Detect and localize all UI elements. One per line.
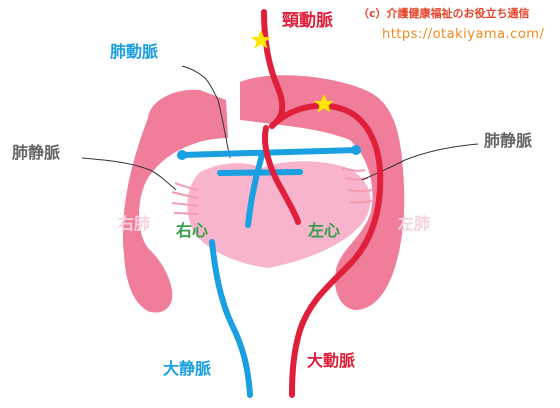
pulmonary-artery-label: 肺動脈: [110, 42, 159, 61]
copyright-text: （c）介護健康福祉のお役立ち通信: [358, 7, 530, 20]
pulmonary-artery-horizontal: [179, 147, 361, 158]
pulmonary-vein-left-label: 肺静脈: [12, 143, 61, 162]
left-lung-label: 左肺: [398, 214, 431, 233]
star-icon: [251, 30, 271, 49]
right-lung-shape: [123, 89, 228, 313]
aorta-label: 大動脈: [307, 351, 356, 370]
star-icon: [314, 94, 334, 113]
heart-shape: [187, 161, 371, 268]
blue-vessels: [179, 147, 361, 398]
left-pulmonary-vein-lines: [171, 182, 199, 215]
pa-end-left: [177, 150, 187, 160]
vena-cava-vessel: [209, 239, 253, 398]
aortic-arch-vessel: [269, 102, 384, 398]
vena-cava-label: 大静脈: [163, 359, 212, 378]
aortic-root-vessel: [262, 125, 301, 225]
carotid-artery-label: 頸動脈: [282, 11, 333, 31]
red-vessels: [261, 9, 384, 398]
leader-lines: [81, 65, 479, 191]
pulmonary-artery-branch-right: [217, 169, 303, 176]
pa-end-right: [351, 145, 361, 155]
right-heart-label: 右心: [176, 221, 209, 240]
left-heart-label: 左心: [308, 221, 341, 240]
right-lung-label: 右肺: [118, 214, 151, 233]
pulmonary-artery-trunk: [245, 152, 265, 228]
site-url-link[interactable]: https://otakiyama.com/: [382, 27, 545, 42]
pulmonary-vein-right-label: 肺静脈: [484, 131, 533, 150]
